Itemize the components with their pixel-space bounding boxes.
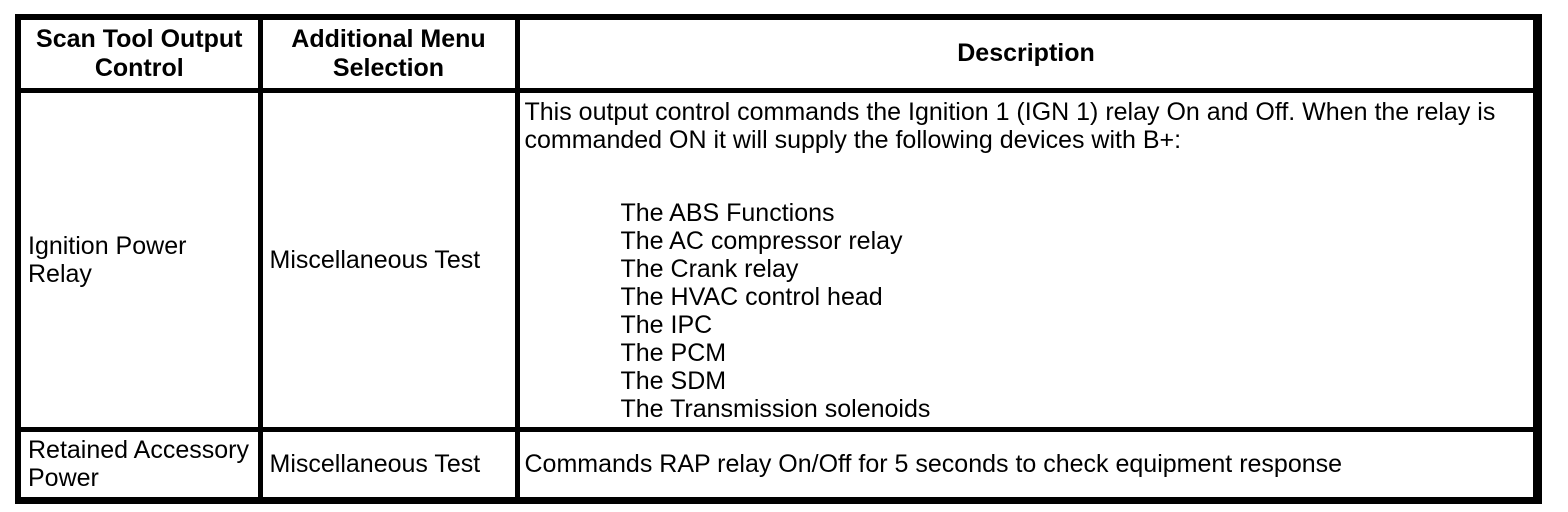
device-list-item: The Crank relay <box>620 254 799 283</box>
description-intro-text: This output control commands the Ignitio… <box>524 97 1496 154</box>
device-list-item: The SDM <box>620 366 727 395</box>
menu-label: Miscellaneous Test <box>269 245 481 274</box>
description-text: Commands RAP relay On/Off for 5 seconds … <box>524 450 1343 478</box>
control-label: Ignition Power Relay <box>28 231 187 288</box>
control-cell: Retained Accessory Power <box>15 426 263 503</box>
menu-label: Miscellaneous Test <box>269 450 481 478</box>
device-list-item: The ABS Functions <box>620 198 835 227</box>
table-row-ignition-power-relay: Ignition Power Relay Miscellaneous Test … <box>15 87 1540 432</box>
device-list-item: The HVAC control head <box>620 282 883 311</box>
col-header-additional-menu-selection: Additional Menu Selection <box>257 14 520 93</box>
control-label: Retained Accessory Power <box>28 436 249 492</box>
scan-tool-output-control-table: Scan Tool Output Control Additional Menu… <box>15 14 1542 504</box>
device-list-item: The PCM <box>620 338 727 367</box>
device-list-item: The Transmission solenoids <box>620 394 931 423</box>
col-header-description: Description <box>514 14 1540 93</box>
description-cell: This output control commands the Ignitio… <box>514 87 1540 432</box>
header-row: Scan Tool Output Control Additional Menu… <box>15 14 1540 93</box>
device-list-item: The IPC <box>620 310 713 339</box>
device-list-item: The AC compressor relay <box>620 226 903 255</box>
menu-cell: Miscellaneous Test <box>257 87 520 432</box>
device-list: The ABS Functions The AC compressor rela… <box>621 199 1525 423</box>
menu-cell: Miscellaneous Test <box>257 426 520 503</box>
col-header-scan-tool-output-control: Scan Tool Output Control <box>15 14 263 93</box>
control-cell: Ignition Power Relay <box>15 87 263 432</box>
description-cell: Commands RAP relay On/Off for 5 seconds … <box>514 426 1540 503</box>
table-row-retained-accessory-power: Retained Accessory Power Miscellaneous T… <box>15 426 1540 503</box>
